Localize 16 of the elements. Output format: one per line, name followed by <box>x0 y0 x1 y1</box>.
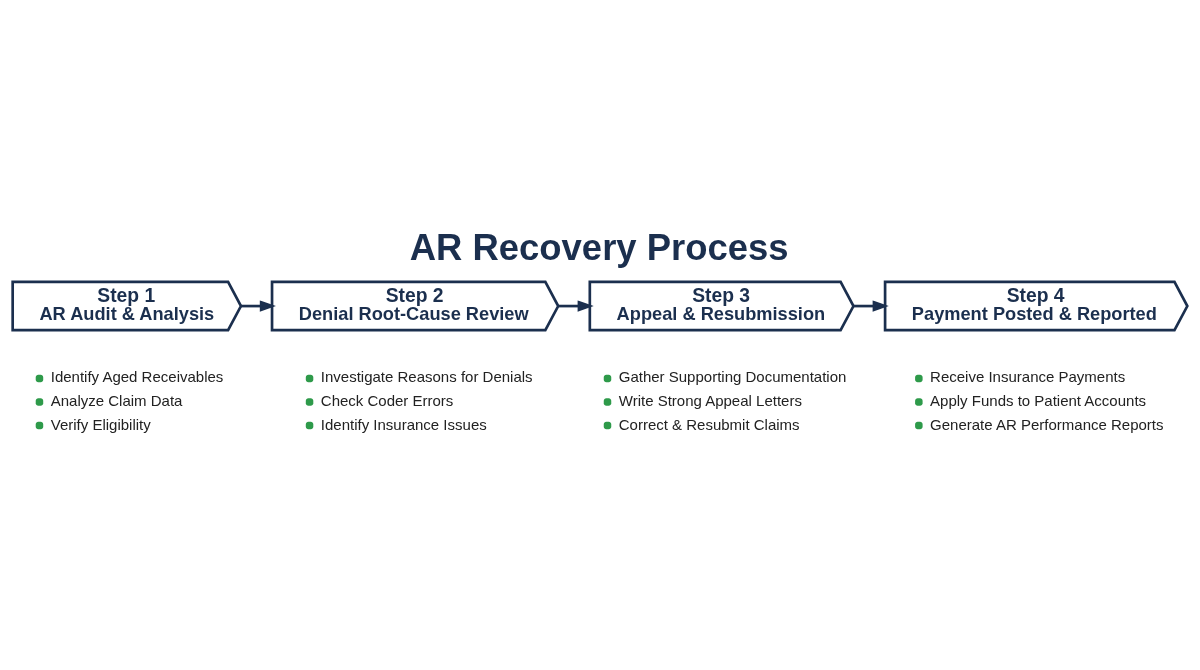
node-label: Gather Supporting Documentation <box>618 368 847 386</box>
node-label: Identify Aged Receivables <box>50 368 224 386</box>
node-label: Verify Eligibility <box>50 415 151 433</box>
node-label: Analyze Claim Data <box>50 391 183 409</box>
node-label: Write Strong Appeal Letters <box>618 391 802 409</box>
node-label: Check Coder Errors <box>320 391 454 409</box>
node-label: Identify Insurance Issues <box>320 415 487 433</box>
node-label: Investigate Reasons for Denials <box>320 368 533 386</box>
node-label: Generate AR Performance Reports <box>930 415 1164 433</box>
node-label: Apply Funds to Patient Accounts <box>930 391 1147 409</box>
arrow <box>241 300 276 312</box>
arrow <box>558 300 594 312</box>
node-label: Correct & Resubmit Claims <box>618 415 800 433</box>
node-label: Receive Insurance Payments <box>930 368 1126 386</box>
diagram-title: AR Recovery Process <box>409 226 789 268</box>
arrow <box>853 300 889 312</box>
